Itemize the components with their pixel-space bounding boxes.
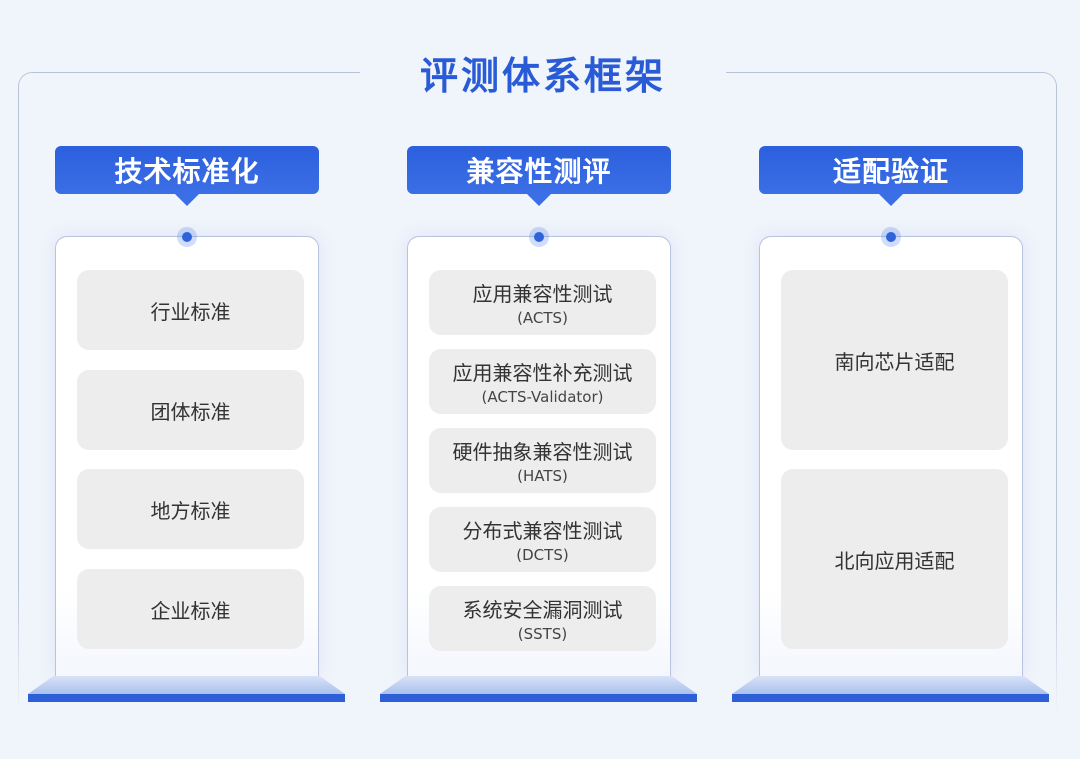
item-label: 行业标准 [150, 299, 231, 324]
item-label: 地方标准 [150, 498, 231, 523]
column-base [28, 676, 345, 702]
title-container: 评测体系框架 [360, 44, 726, 100]
item-sublabel: (SSTS) [517, 625, 568, 643]
column-card-adaptation: 南向芯片适配 北向应用适配 [759, 227, 1023, 676]
list-item: 南向芯片适配 [781, 270, 1008, 450]
list-item: 企业标准 [77, 569, 304, 649]
item-sublabel: (ACTS) [517, 309, 568, 327]
item-label: 应用兼容性补充测试 [452, 361, 633, 385]
column-card-standards: 行业标准 团体标准 地方标准 企业标准 [55, 227, 319, 676]
list-item: 北向应用适配 [781, 469, 1008, 649]
column-header-adaptation: 适配验证 [759, 146, 1023, 206]
list-item: 应用兼容性测试 (ACTS) [429, 270, 656, 335]
connector-dot-icon [881, 227, 901, 247]
list-item: 系统安全漏洞测试 (SSTS) [429, 586, 656, 651]
list-item: 团体标准 [77, 370, 304, 450]
item-label: 北向应用适配 [834, 548, 955, 573]
list-item: 行业标准 [77, 270, 304, 350]
item-label: 分布式兼容性测试 [462, 519, 623, 543]
connector-dot-icon [177, 227, 197, 247]
page-title: 评测体系框架 [419, 53, 666, 98]
column-card-compatibility: 应用兼容性测试(ACTS) 应用兼容性补充测试(ACTS-Validator) … [407, 227, 671, 676]
column-base [380, 676, 697, 702]
item-label: 硬件抽象兼容性测试 [452, 440, 633, 464]
item-label: 团体标准 [150, 399, 231, 424]
column-header-compatibility: 兼容性测评 [407, 146, 671, 206]
list-item: 分布式兼容性测试 (DCTS) [429, 507, 656, 572]
list-item: 硬件抽象兼容性测试 (HATS) [429, 428, 656, 493]
list-item: 应用兼容性补充测试 (ACTS-Validator) [429, 349, 656, 414]
column-base [732, 676, 1049, 702]
item-label: 应用兼容性测试 [472, 282, 613, 306]
connector-dot-icon [529, 227, 549, 247]
item-label: 南向芯片适配 [834, 349, 955, 374]
item-sublabel: (HATS) [517, 467, 568, 485]
item-sublabel: (ACTS-Validator) [481, 388, 604, 406]
item-label: 系统安全漏洞测试 [462, 598, 623, 622]
list-item: 地方标准 [77, 469, 304, 549]
column-header-standards: 技术标准化 [55, 146, 319, 206]
item-sublabel: (DCTS) [516, 546, 569, 564]
item-label: 企业标准 [150, 598, 231, 623]
